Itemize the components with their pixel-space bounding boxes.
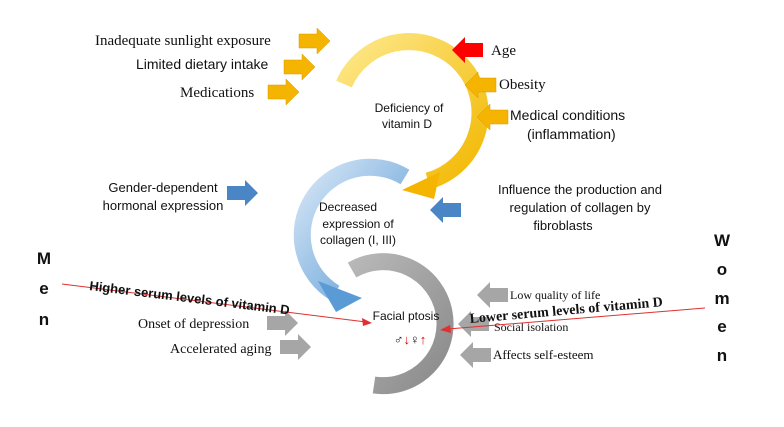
arrow-age-icon bbox=[452, 37, 483, 63]
middle-left: Gender-dependent hormonal expression bbox=[103, 180, 258, 213]
collagen-label-line2: expression of bbox=[322, 217, 394, 231]
collagen-ring bbox=[293, 158, 410, 312]
men-pointer-line bbox=[61, 283, 367, 323]
arrow-isolation-icon bbox=[458, 311, 489, 337]
women-pointer-arrowhead bbox=[440, 325, 451, 333]
men-letter-m: M bbox=[37, 249, 51, 268]
middle-center-label: Decreased expression of collagen (I, III… bbox=[319, 200, 396, 247]
fibroblast-label-line3: fibroblasts bbox=[533, 218, 593, 233]
factor-self-esteem: Affects self-esteem bbox=[493, 347, 593, 362]
factor-quality-of-life: Low quality of life bbox=[510, 288, 600, 302]
bottom-center-label: Facial ptosis ♂↓♀↑ bbox=[373, 309, 440, 347]
top-center-label: Deficiency of vitamin D bbox=[375, 101, 444, 131]
factor-age: Age bbox=[491, 43, 516, 59]
fibroblast-label-line1: Influence the production and bbox=[498, 182, 662, 197]
collagen-label-line3: collagen (I, III) bbox=[320, 233, 396, 247]
deficiency-label-line1: Deficiency of bbox=[375, 101, 444, 115]
arrow-sunlight-icon bbox=[298, 27, 331, 55]
arrow-depression-icon bbox=[267, 310, 298, 336]
middle-right: Influence the production and regulation … bbox=[430, 182, 662, 233]
factor-medical-conditions: Medical conditions bbox=[510, 107, 625, 123]
facial-ptosis-label: Facial ptosis bbox=[373, 309, 440, 323]
arrow-medical-conditions-icon bbox=[476, 103, 509, 131]
facial-ptosis-ring bbox=[347, 253, 454, 395]
sex-symbols: ♂↓♀↑ bbox=[394, 332, 427, 347]
bottom-left-factors: Onset of depression Accelerated aging bbox=[138, 310, 311, 360]
factor-depression: Onset of depression bbox=[138, 317, 249, 332]
deficiency-label-line2: vitamin D bbox=[382, 117, 432, 131]
vitamin-d-ring-arrowhead bbox=[402, 172, 440, 199]
factor-dietary: Limited dietary intake bbox=[136, 56, 269, 72]
factor-medications: Medications bbox=[180, 85, 254, 101]
men-statement: Higher serum levels of vitamin D bbox=[89, 278, 291, 317]
factor-inflammation: (inflammation) bbox=[527, 126, 616, 142]
men-pointer-arrowhead bbox=[362, 318, 372, 326]
fibroblast-label-line2: regulation of collagen by bbox=[510, 200, 651, 215]
men-letter-e: e bbox=[39, 279, 48, 298]
women-letter-w: W bbox=[714, 231, 731, 250]
arrow-fibroblasts-icon bbox=[430, 197, 461, 223]
arrow-aging-icon bbox=[280, 334, 311, 360]
arrow-obesity-icon bbox=[464, 71, 497, 99]
women-pointer-line bbox=[447, 307, 706, 330]
women-letter-m: m bbox=[714, 289, 729, 308]
collagen-label-line1: Decreased bbox=[319, 200, 377, 214]
top-right-factors: Age Obesity Medical conditions (inflamma… bbox=[452, 37, 625, 142]
arrow-medications-icon bbox=[267, 78, 300, 106]
women-letter-e: e bbox=[717, 317, 726, 336]
arrow-hormonal-icon bbox=[227, 180, 258, 206]
arrow-self-esteem-icon bbox=[460, 342, 491, 368]
factor-accelerated-aging: Accelerated aging bbox=[170, 342, 271, 357]
hormonal-label-line1: Gender-dependent bbox=[108, 180, 218, 195]
women-letter-n: n bbox=[717, 346, 727, 365]
bottom-right-factors: Low quality of life Social isolation Aff… bbox=[458, 282, 600, 368]
hormonal-label-line2: hormonal expression bbox=[103, 198, 224, 213]
top-left-factors: Inadequate sunlight exposure Limited die… bbox=[95, 27, 331, 106]
men-letter-n: n bbox=[39, 310, 49, 329]
factor-obesity: Obesity bbox=[499, 77, 546, 93]
arrow-dietary-icon bbox=[283, 53, 316, 81]
factor-sunlight: Inadequate sunlight exposure bbox=[95, 33, 271, 49]
vitamin-d-deficiency-ring bbox=[336, 33, 489, 199]
arrow-quality-of-life-icon bbox=[477, 282, 508, 308]
women-letter-o: o bbox=[717, 260, 727, 279]
collagen-ring-arrowhead bbox=[318, 281, 362, 312]
